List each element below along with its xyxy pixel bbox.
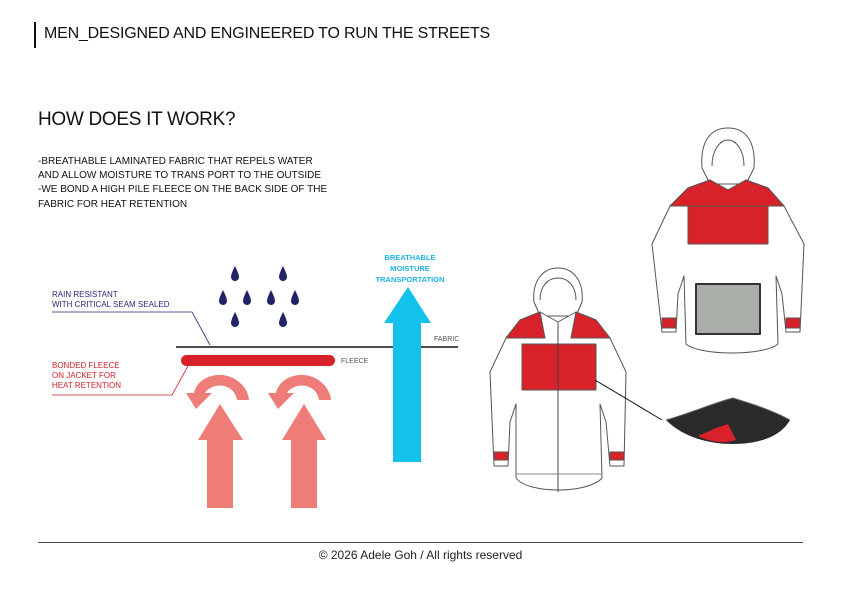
rain-drop-icon — [243, 290, 251, 305]
front-jacket-hood — [533, 267, 583, 317]
rain-drop-icon — [279, 312, 287, 327]
label-line: TRANSPORTATION — [375, 275, 445, 284]
fabric-layer-label: FABRIC — [434, 336, 460, 343]
label-line: HEAT RETENTION — [52, 381, 122, 390]
fleece-layer-label: FLEECE — [341, 358, 369, 365]
heat-up-arrow-icon — [282, 404, 326, 508]
back-jacket-yoke — [687, 205, 769, 245]
label-line: BONDED FLEECE — [52, 361, 120, 370]
label-line: MOISTURE — [390, 264, 430, 273]
rain-drops-icon — [219, 266, 299, 327]
moisture-up-arrow-icon — [384, 287, 431, 462]
cutaway-leader — [594, 379, 663, 421]
description-line: AND ALLOW MOISTURE TO TRANS PORT TO THE … — [38, 170, 322, 182]
description-line: -BREATHABLE LAMINATED FABRIC THAT REPELS… — [38, 156, 313, 167]
rain-drop-icon — [231, 266, 239, 281]
heat-up-arrow-icon — [198, 404, 243, 508]
label-line: BREATHABLE — [384, 253, 436, 262]
fleece-layer-bar — [181, 355, 335, 366]
footer-divider — [38, 542, 803, 543]
header-title: MEN_DESIGNED AND ENGINEERED TO RUN THE S… — [44, 25, 490, 42]
curved-arrow-icon — [268, 374, 331, 409]
back-jacket-illustration — [651, 127, 805, 354]
label-line: WITH CRITICAL SEAM SEALED — [52, 300, 170, 309]
label-line: ON JACKET FOR — [52, 371, 116, 380]
rain-resistant-label: RAIN RESISTANT WITH CRITICAL SEAM SEALED — [52, 290, 170, 310]
heat-curve-arrows-icon — [186, 374, 331, 409]
curved-arrow-icon — [186, 374, 249, 409]
label-line: RAIN RESISTANT — [52, 290, 118, 299]
rain-drop-icon — [267, 290, 275, 305]
rain-label-leader — [52, 311, 211, 346]
fabric-cutaway-icon — [665, 397, 791, 444]
rain-drop-icon — [279, 266, 287, 281]
footer-copyright: © 2026 Adele Goh / All rights reserved — [318, 548, 523, 562]
back-jacket-pocket-panel — [695, 283, 761, 335]
rain-drop-icon — [231, 312, 239, 327]
front-jacket-illustration — [489, 267, 627, 492]
description-line: -WE BOND A HIGH PILE FLEECE ON THE BACK … — [38, 184, 328, 196]
bonded-fleece-label: BONDED FLEECE ON JACKET FOR HEAT RETENTI… — [52, 361, 121, 391]
rain-drop-icon — [291, 290, 299, 305]
description-line: FABRIC FOR HEAT RETENTION — [38, 198, 188, 210]
header-accent-bar — [34, 22, 36, 48]
description-text: -BREATHABLE LAMINATED FABRIC THAT REPELS… — [38, 155, 358, 212]
front-jacket-chest-panel — [521, 343, 597, 391]
fleece-label-leader — [52, 365, 189, 396]
section-title: HOW DOES IT WORK? — [38, 109, 236, 130]
rain-drop-icon — [219, 290, 227, 305]
back-jacket-hood — [701, 127, 755, 185]
breathable-label: BREATHABLE MOISTURE TRANSPORTATION — [368, 252, 452, 285]
